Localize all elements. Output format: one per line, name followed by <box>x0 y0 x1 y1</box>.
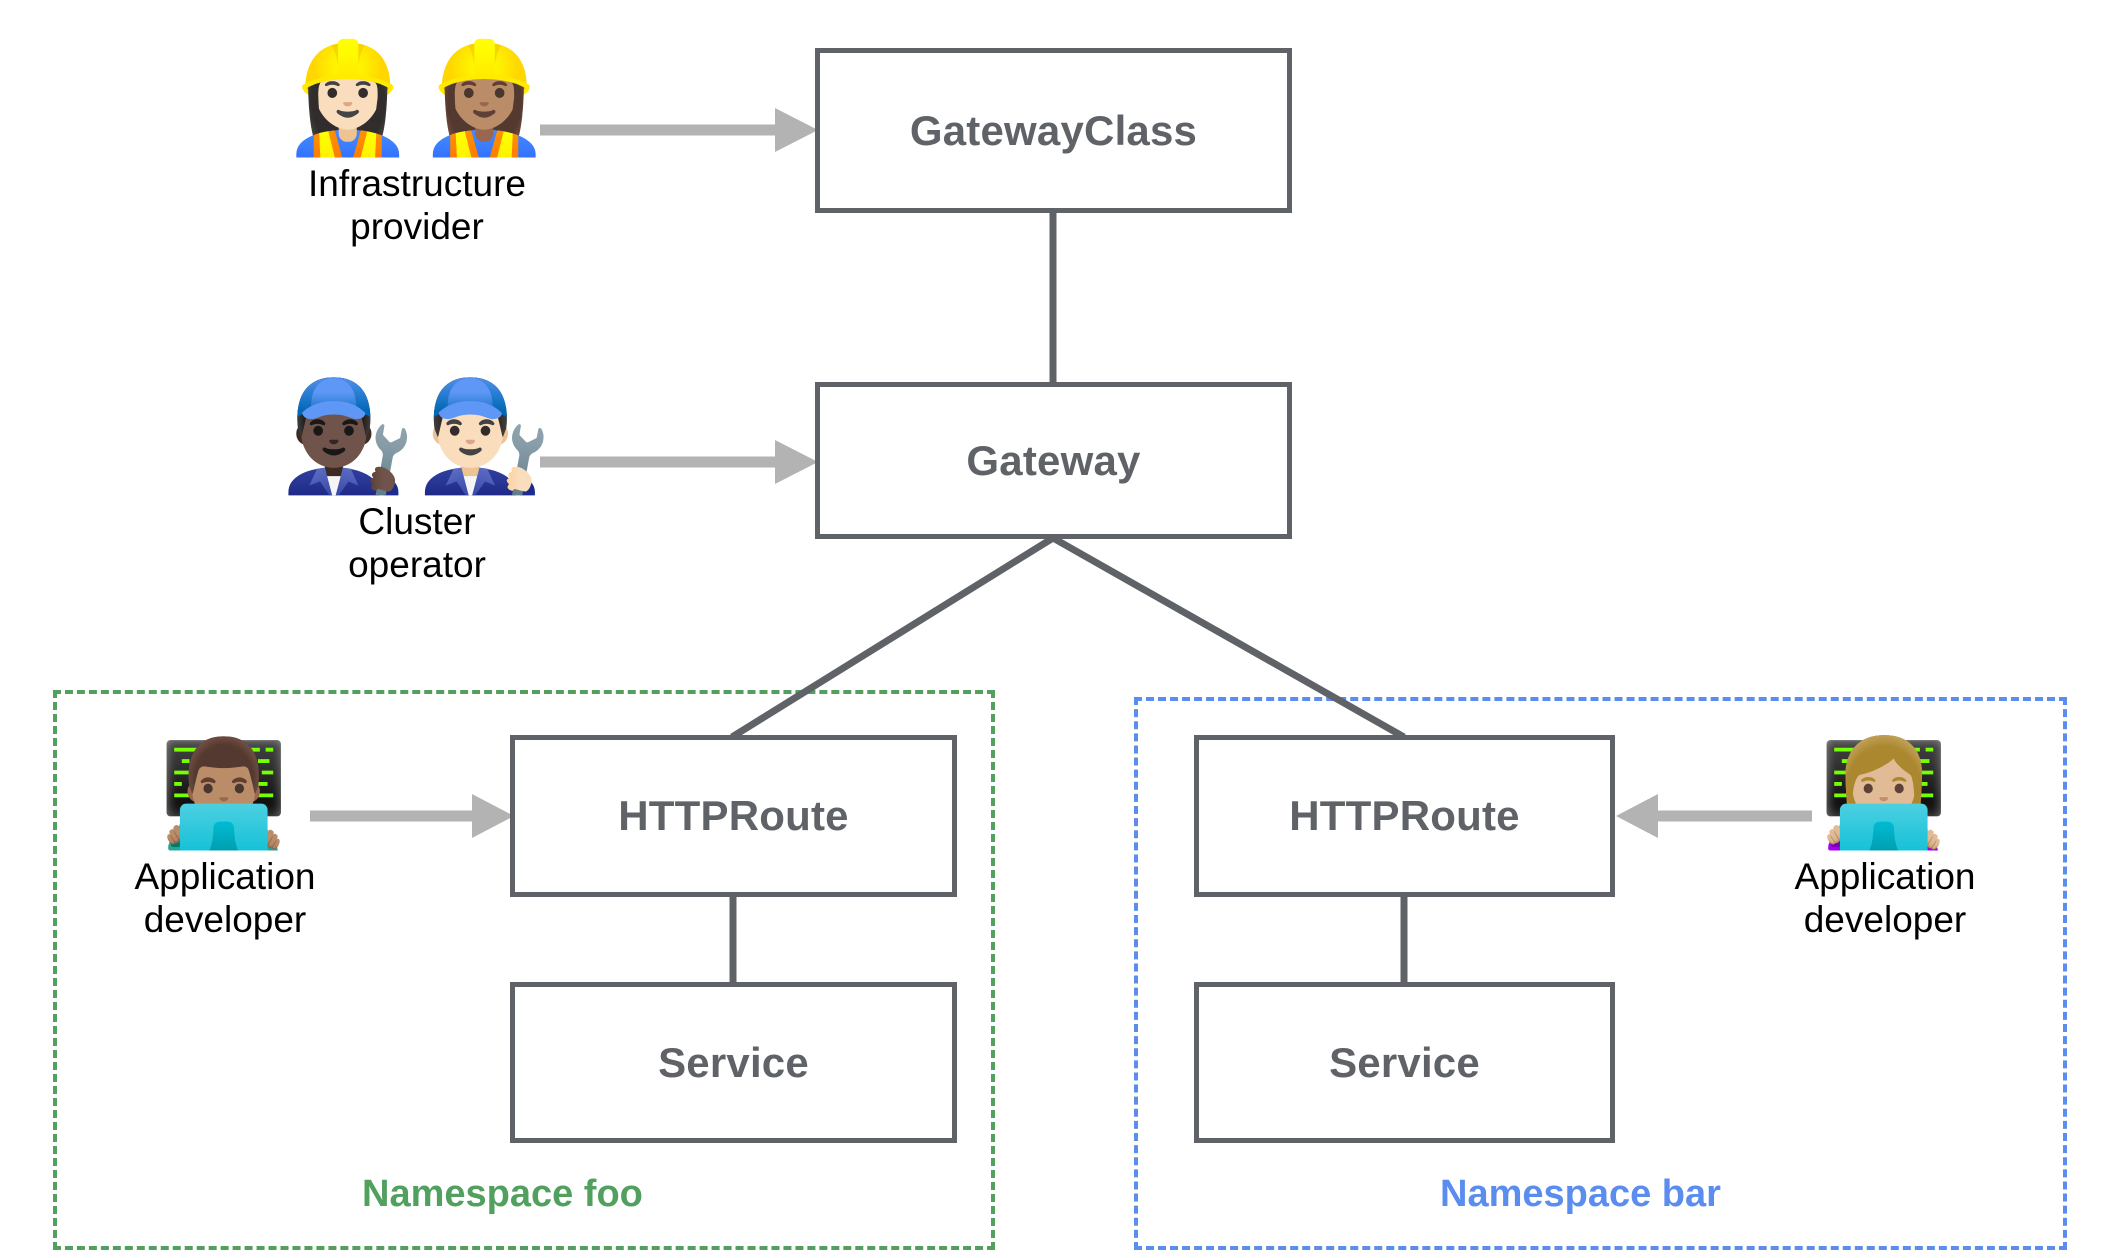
node-httproute-foo[interactable]: HTTPRoute <box>510 735 957 897</box>
actor-cluster-operator-caption: Cluster operator <box>348 501 486 587</box>
actor-application-developer-bar-caption-line1: Application <box>1794 856 1976 898</box>
namespace-foo-container <box>53 690 995 1250</box>
man-mechanic-pair-icon: 👨🏿‍🔧👨🏻‍🔧 <box>280 375 554 496</box>
namespace-bar-label: Namespace bar <box>1440 1173 1721 1215</box>
woman-construction-worker-pair-icon: 👷🏻‍♀️👷🏽‍♀️ <box>280 37 554 158</box>
node-service-bar[interactable]: Service <box>1194 982 1615 1143</box>
node-gateway-label: Gateway <box>966 436 1141 484</box>
actor-infrastructure-provider-caption-line2: provider <box>350 205 484 247</box>
node-gateway[interactable]: Gateway <box>815 382 1292 539</box>
actor-cluster-operator-caption-line2: operator <box>348 543 486 585</box>
node-gatewayclass-label: GatewayClass <box>909 106 1198 154</box>
actor-cluster-operator: 👨🏿‍🔧👨🏻‍🔧 Cluster operator <box>252 375 582 587</box>
actor-application-developer-foo-caption-line1: Application <box>134 856 316 898</box>
actor-application-developer-bar-caption-line2: developer <box>1803 899 1967 941</box>
actor-application-developer-foo: 👨🏽‍💻 Application developer <box>60 738 390 942</box>
man-technologist-icon: 👨🏽‍💻 <box>159 736 291 852</box>
actor-infrastructure-provider: 👷🏻‍♀️👷🏽‍♀️ Infrastructure provider <box>252 37 582 249</box>
actor-infrastructure-provider-caption: Infrastructure provider <box>308 163 526 249</box>
actor-infrastructure-provider-caption-line1: Infrastructure <box>308 162 526 204</box>
actor-application-developer-foo-caption: Application developer <box>134 856 315 942</box>
node-gatewayclass[interactable]: GatewayClass <box>815 48 1292 213</box>
actor-application-developer-bar-caption: Application developer <box>1794 856 1975 942</box>
node-httproute-bar[interactable]: HTTPRoute <box>1194 735 1615 897</box>
node-service-foo-label: Service <box>658 1038 809 1086</box>
node-service-foo[interactable]: Service <box>510 982 957 1143</box>
namespace-foo-label: Namespace foo <box>362 1173 643 1215</box>
node-httproute-foo-label: HTTPRoute <box>618 792 849 839</box>
actor-application-developer-foo-caption-line2: developer <box>143 899 307 941</box>
node-service-bar-label: Service <box>1329 1038 1480 1086</box>
namespace-bar-container <box>1134 697 2067 1250</box>
actor-cluster-operator-caption-line1: Cluster <box>358 500 476 542</box>
woman-technologist-icon: 👩🏼‍💻 <box>1819 736 1951 852</box>
node-httproute-bar-label: HTTPRoute <box>1289 792 1520 839</box>
actor-application-developer-bar: 👩🏼‍💻 Application developer <box>1720 738 2050 942</box>
